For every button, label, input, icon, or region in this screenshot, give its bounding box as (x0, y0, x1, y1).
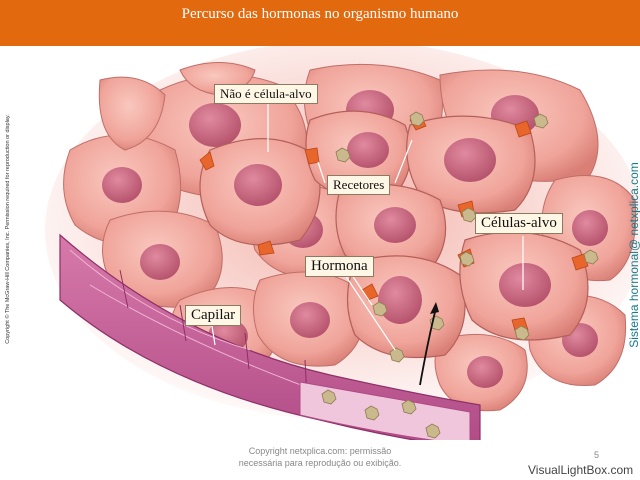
hormone-exit-arrow (419, 307, 437, 386)
leader-line (394, 139, 413, 184)
nucleus (347, 132, 389, 168)
hormone-pathway-diagram (45, 46, 640, 440)
receptor (199, 151, 215, 171)
title-bar: Percurso das hormonas no organismo human… (0, 0, 640, 46)
capillary-cell-edge (69, 249, 251, 351)
arrow-head (430, 302, 439, 314)
hormone-molecule (364, 405, 380, 421)
nucleus (467, 356, 503, 388)
capillary-cell-edge (179, 304, 187, 342)
nucleus (102, 167, 142, 203)
footer-copyright: Copyright netxplica.com: permissão neces… (220, 445, 420, 469)
label-hormone: Hormona (305, 256, 374, 277)
capillary-cell-edge (244, 332, 250, 370)
leader-line (317, 161, 326, 184)
leader-line (351, 274, 373, 306)
receptor (304, 147, 320, 165)
target-cell-nucleus (444, 138, 496, 182)
visuallightbox-watermark[interactable]: VisualLightBox.com (528, 463, 634, 477)
receptor (257, 240, 275, 256)
receptor (571, 253, 589, 271)
hormone-molecule (321, 389, 337, 405)
target-cell-nucleus (378, 276, 422, 324)
label-capillary: Capilar (185, 305, 242, 326)
capillary-cell-edge (119, 269, 129, 309)
label-target-cells: Células-alvo (475, 213, 563, 234)
hormone-molecule (335, 147, 351, 163)
capillary-wall (59, 233, 481, 440)
cell (98, 76, 166, 151)
leader-lines (211, 102, 524, 351)
non-target-cell-nucleus (234, 164, 282, 206)
blood-hormone-group (321, 389, 441, 439)
hormone-molecule (409, 111, 425, 127)
nucleus (140, 244, 180, 280)
hormone-molecule (401, 399, 417, 415)
hormone-molecule (425, 423, 441, 439)
side-copyright-notice: Copyright © The McGraw-Hill Companies, I… (5, 114, 11, 344)
hormone-molecule (514, 325, 530, 341)
nucleus (290, 302, 330, 338)
hormone-molecule (389, 347, 405, 363)
hormone-molecule (459, 251, 475, 267)
receptor (514, 120, 532, 138)
label-receptors: Recetores (327, 175, 391, 195)
leader-line (344, 274, 396, 351)
hormone-molecule (372, 301, 388, 317)
capillary-cell-edge (89, 284, 321, 393)
capillary (59, 233, 481, 440)
nucleus (374, 207, 416, 243)
label-non-target-cell: Não é célula-alvo (214, 84, 318, 104)
target-cell-nucleus (499, 263, 551, 307)
nucleus (189, 103, 241, 147)
hormone-molecule (533, 113, 549, 129)
capillary-lumen (299, 381, 471, 440)
hormone-group (335, 111, 599, 363)
nucleus (572, 210, 608, 246)
footer-line-1: Copyright netxplica.com: permissão (248, 446, 392, 456)
side-watermark: Sistema hormonal@ netxplica.com (627, 162, 640, 348)
page-number: 5 (594, 450, 600, 460)
leader-line (211, 325, 216, 346)
hormone-molecule (583, 249, 599, 265)
slide-title: Percurso das hormonas no organismo human… (181, 6, 459, 22)
footer-line-2: necessária para reprodução ou exibição. (238, 458, 402, 468)
